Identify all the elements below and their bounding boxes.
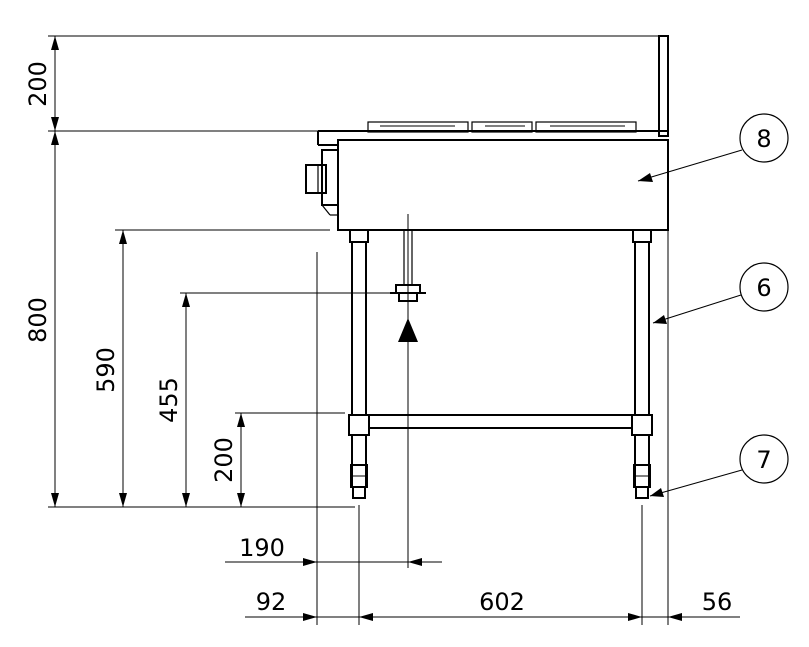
range-body: [305, 35, 669, 231]
callout-6-label: 6: [756, 274, 771, 302]
dim-190: 190: [239, 534, 285, 562]
callout-8: [637, 113, 789, 182]
vertical-dimensions: [48, 35, 665, 508]
bottom-shelf-rail: [369, 414, 632, 429]
callout-6: [652, 262, 789, 324]
callout-7-label: 7: [756, 446, 771, 474]
horizontal-dimensions: [225, 230, 740, 625]
callout-8-label: 8: [756, 125, 771, 153]
dim-590: 590: [92, 347, 120, 393]
dim-92: 92: [256, 588, 287, 616]
gas-inlet-arrow-icon: [398, 318, 418, 342]
dim-top-200: 200: [24, 61, 52, 107]
left-leg: [348, 229, 370, 499]
right-leg: [631, 229, 653, 499]
dim-455: 455: [155, 377, 183, 423]
gas-pipe: [390, 214, 426, 568]
dim-56: 56: [702, 588, 733, 616]
callout-7: [649, 434, 789, 497]
dim-shelf-200: 200: [210, 437, 238, 483]
dim-total-800: 800: [24, 297, 52, 343]
dim-602: 602: [479, 588, 525, 616]
